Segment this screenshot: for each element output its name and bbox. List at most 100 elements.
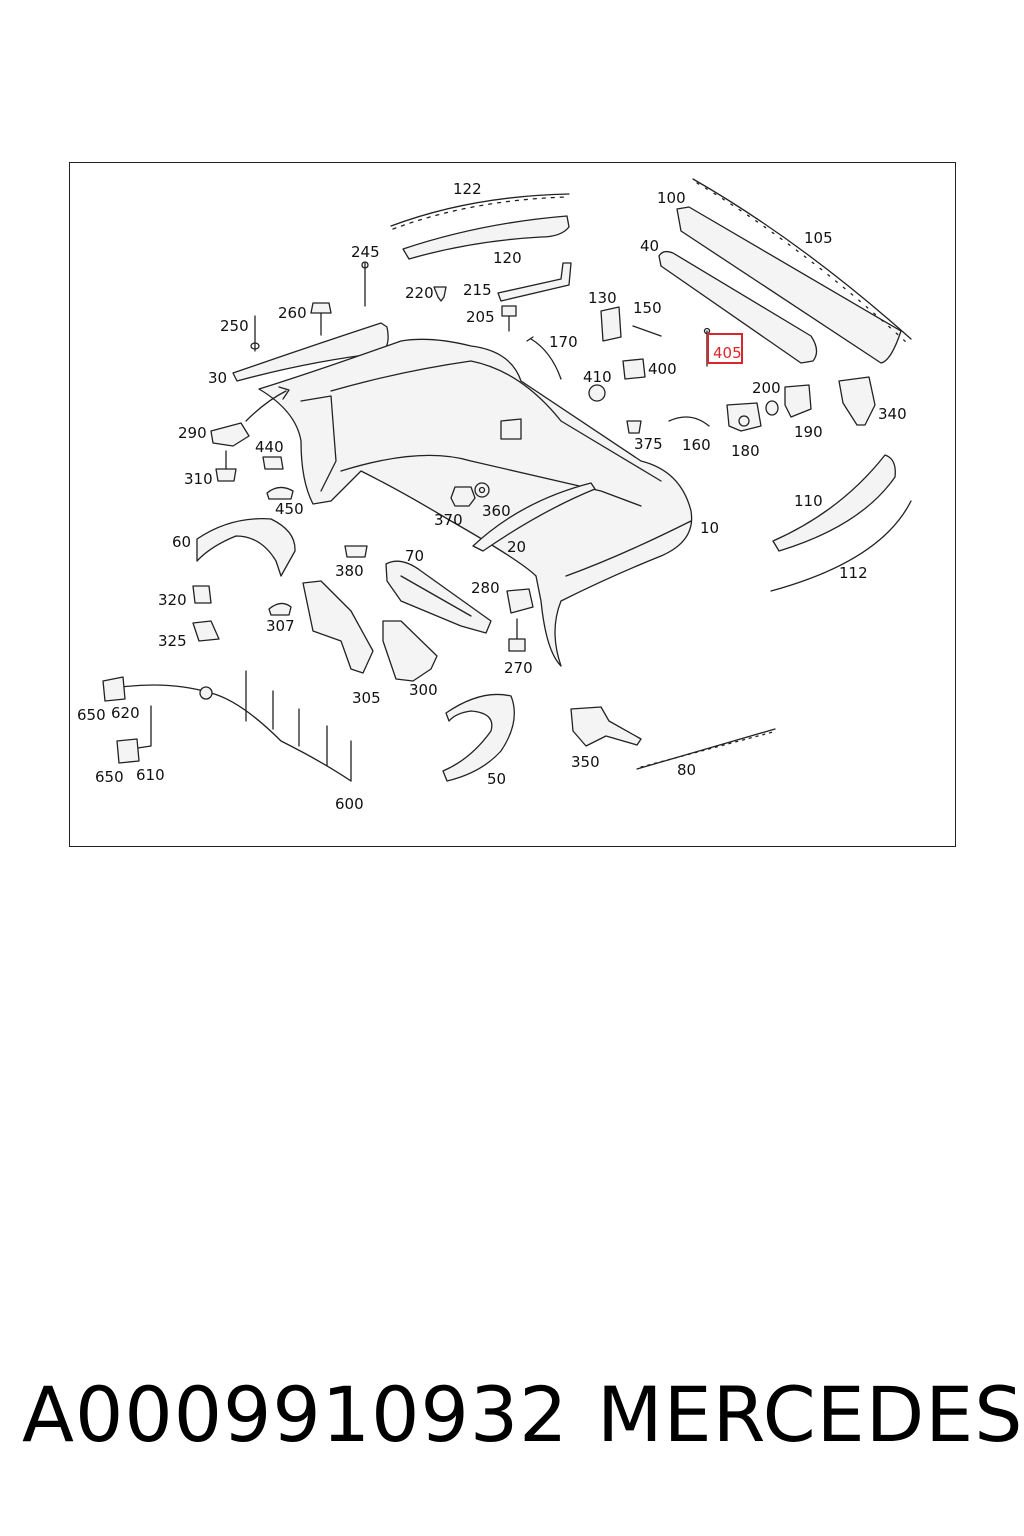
callout-310: 310	[184, 470, 213, 488]
callout-50: 50	[487, 770, 506, 788]
callout-122: 122	[453, 180, 482, 198]
bracket-300	[382, 620, 438, 682]
callout-380: 380	[335, 562, 364, 580]
connector-610	[116, 738, 140, 764]
strip-105	[692, 178, 912, 344]
highlight-box-405	[707, 333, 743, 364]
callout-200: 200	[752, 379, 781, 397]
callout-70: 70	[405, 547, 424, 565]
parts-diagram: 122 120 100 105 40 245 220 215 205 130 1…	[77, 178, 912, 813]
callout-440: 440	[255, 438, 284, 456]
trim-110	[772, 454, 896, 552]
screw-270	[508, 618, 526, 652]
screw-310	[215, 450, 237, 482]
trim-112	[770, 500, 912, 592]
callout-370: 370	[434, 511, 463, 529]
plate-130	[600, 306, 622, 342]
bracket-160	[668, 416, 710, 427]
clip-450	[266, 486, 294, 500]
callout-170: 170	[549, 333, 578, 351]
part-number: A0009910932	[22, 1370, 569, 1459]
callout-112: 112	[839, 564, 868, 582]
callout-305: 305	[352, 689, 381, 707]
callout-300: 300	[409, 681, 438, 699]
pin-245	[361, 261, 369, 307]
callout-350: 350	[571, 753, 600, 771]
trim-strip-120	[402, 215, 570, 260]
strip-80	[636, 728, 776, 770]
callout-30: 30	[208, 369, 227, 387]
clip-440	[262, 456, 284, 470]
bracket-170	[526, 336, 562, 380]
callout-400: 400	[648, 360, 677, 378]
holder-190	[784, 384, 812, 418]
callout-307: 307	[266, 617, 295, 635]
bracket-215	[497, 262, 572, 302]
callout-405: 405	[713, 344, 742, 362]
screw-260	[310, 302, 332, 336]
callout-320: 320	[158, 591, 187, 609]
callout-360: 360	[482, 502, 511, 520]
clip-380	[344, 545, 368, 558]
callout-110: 110	[794, 492, 823, 510]
washer-360	[474, 482, 490, 498]
liner-60	[196, 518, 296, 577]
wiring-harness-600	[120, 670, 352, 782]
nut-370	[450, 486, 476, 507]
callout-410: 410	[583, 368, 612, 386]
callout-450: 450	[275, 500, 304, 518]
callout-600: 600	[335, 795, 364, 813]
parts-diagram-frame: 122 120 100 105 40 245 220 215 205 130 1…	[69, 162, 956, 847]
callout-60: 60	[172, 533, 191, 551]
callout-245: 245	[351, 243, 380, 261]
callout-105: 105	[804, 229, 833, 247]
screw-205	[501, 305, 517, 332]
bracket-305	[302, 580, 374, 674]
callout-375: 375	[634, 435, 663, 453]
callout-80: 80	[677, 761, 696, 779]
bracket-20	[472, 482, 596, 552]
panel-40	[658, 250, 818, 364]
bracket-350	[570, 706, 642, 747]
callout-190: 190	[794, 423, 823, 441]
clip-220	[433, 286, 447, 302]
trim-30	[232, 322, 389, 382]
brand-name: MERCEDES	[597, 1370, 1024, 1459]
clip-290	[210, 422, 250, 447]
footer: A0009910932 MERCEDES	[0, 1370, 1024, 1480]
callout-160: 160	[682, 436, 711, 454]
callout-620: 620	[111, 704, 140, 722]
callout-650-top: 650	[77, 706, 106, 724]
sensor-400	[622, 358, 646, 380]
clip-307	[268, 602, 292, 616]
bracket-70	[385, 560, 492, 634]
clip-325	[192, 620, 220, 642]
callout-10: 10	[700, 519, 719, 537]
callout-205: 205	[466, 308, 495, 326]
callout-340: 340	[878, 405, 907, 423]
trim-strip-122	[390, 193, 570, 230]
callout-260: 260	[278, 304, 307, 322]
callout-650-bottom: 650	[95, 768, 124, 786]
ring-200	[765, 400, 779, 416]
callout-290: 290	[178, 424, 207, 442]
grommet-410	[588, 384, 606, 402]
callout-120: 120	[493, 249, 522, 267]
bumper-cover-10	[258, 338, 693, 667]
callout-100: 100	[657, 189, 686, 207]
callout-325: 325	[158, 632, 187, 650]
callout-250: 250	[220, 317, 249, 335]
callout-20: 20	[507, 538, 526, 556]
holder-340	[838, 376, 876, 426]
callout-270: 270	[504, 659, 533, 677]
callout-280: 280	[471, 579, 500, 597]
callout-180: 180	[731, 442, 760, 460]
clip-320	[192, 585, 212, 604]
callout-150: 150	[633, 299, 662, 317]
connector-620	[102, 676, 126, 702]
callout-220: 220	[405, 284, 434, 302]
clip-280	[506, 588, 534, 614]
pin-250	[250, 315, 260, 352]
callout-130: 130	[588, 289, 617, 307]
callout-40: 40	[640, 237, 659, 255]
